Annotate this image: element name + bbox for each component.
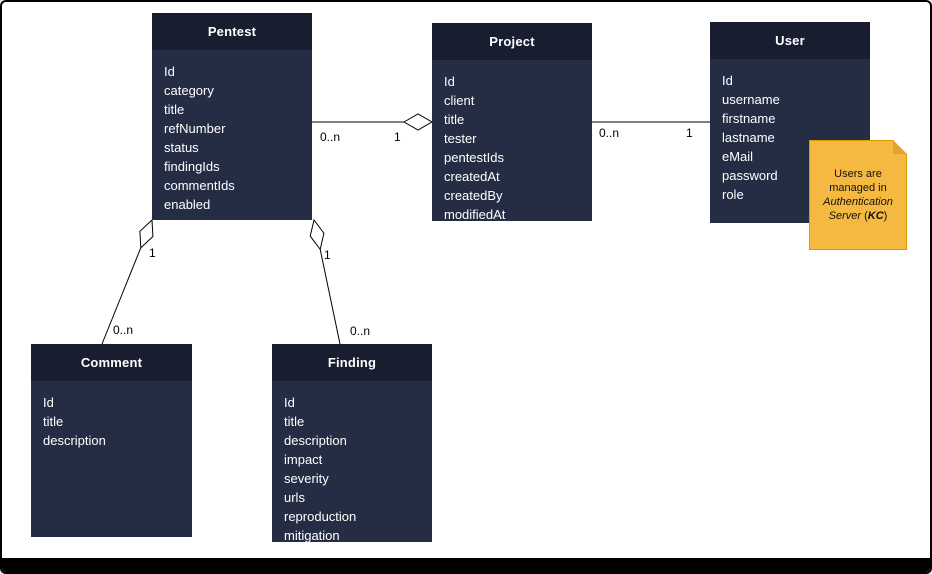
entity-field: createdBy — [444, 188, 503, 203]
note-fold-corner-icon — [893, 140, 907, 154]
note-line-2: managed in — [829, 182, 887, 194]
sticky-note: Users are managed in Authentication Serv… — [809, 140, 907, 250]
entity-field: mitigation — [284, 528, 340, 543]
entity-finding: Finding Id title description impact seve… — [272, 344, 432, 545]
entity-field: description — [284, 433, 347, 448]
entity-pentest-title: Pentest — [152, 13, 312, 50]
entity-field: status — [164, 140, 199, 155]
entity-comment: Comment Id title description — [31, 344, 192, 537]
entity-field: firstname — [722, 111, 776, 126]
entity-field: refNumber — [164, 121, 226, 136]
cardinality-pentest-project-to: 1 — [394, 130, 401, 144]
entity-field: Id — [444, 74, 455, 89]
entity-finding-fields: Id title description impact severity url… — [272, 381, 432, 545]
entity-pentest-fields: Id category title refNumber status findi… — [152, 50, 312, 220]
note-line-4-open: ( — [861, 210, 868, 222]
cardinality-pentest-comment-from: 0..n — [113, 323, 134, 337]
note-line-4-close: ) — [883, 210, 888, 222]
entity-finding-title: Finding — [272, 344, 432, 381]
aggregation-diamond-project — [402, 113, 434, 131]
entity-field: enabled — [164, 197, 211, 212]
entity-field: tester — [444, 131, 477, 146]
entity-field: password — [722, 168, 778, 183]
entity-field: impact — [284, 452, 323, 467]
entity-field: severity — [284, 471, 329, 486]
entity-field: username — [722, 92, 780, 107]
entity-field: pentestIds — [444, 150, 504, 165]
entity-field: role — [722, 187, 744, 202]
aggregation-diamond-finding — [309, 218, 325, 251]
entity-field: lastname — [722, 130, 775, 145]
cardinality-pentest-comment-to: 1 — [149, 246, 156, 260]
entity-field: client — [444, 93, 475, 108]
entity-user-fields: Id username firstname lastname eMail pas… — [710, 59, 870, 223]
entity-field: createdAt — [444, 169, 500, 184]
note-line-4-kc: KC — [867, 210, 884, 222]
entity-field: Id — [722, 73, 733, 88]
entity-field: urls — [284, 490, 305, 505]
note-line-4-server: Server — [828, 210, 862, 222]
entity-field: modifiedAt — [444, 207, 506, 222]
note-line-3: Authentication — [823, 196, 893, 208]
entity-project: Project Id client title tester pentestId… — [432, 23, 592, 224]
entity-field: commentIds — [164, 178, 235, 193]
connector-pentest-finding — [319, 249, 341, 345]
entity-field: title — [164, 102, 185, 117]
entity-field: title — [43, 414, 64, 429]
entity-field: reproduction — [284, 509, 357, 524]
cardinality-pentest-finding-from: 0..n — [350, 324, 371, 338]
entity-field: title — [444, 112, 465, 127]
entity-field: description — [43, 433, 106, 448]
aggregation-diamond-comment — [139, 218, 154, 249]
entity-field: findingIds — [164, 159, 220, 174]
note-line-1: Users are — [834, 168, 882, 180]
entity-pentest: Pentest Id category title refNumber stat… — [152, 13, 312, 220]
entity-field: eMail — [722, 149, 754, 164]
entity-field: Id — [43, 395, 54, 410]
entity-field: Id — [284, 395, 295, 410]
note-text: Users are managed in Authentication Serv… — [819, 167, 897, 223]
entity-comment-fields: Id title description — [31, 381, 192, 537]
entity-project-fields: Id client title tester pentestIds create… — [432, 60, 592, 224]
entity-user-title: User — [710, 22, 870, 59]
cardinality-pentest-project-from: 0..n — [320, 130, 341, 144]
window-bottom-bar — [2, 558, 930, 572]
cardinality-project-user-from: 0..n — [599, 126, 620, 140]
entity-field: category — [164, 83, 214, 98]
entity-field: title — [284, 414, 305, 429]
entity-field: Id — [164, 64, 175, 79]
entity-comment-title: Comment — [31, 344, 192, 381]
entity-project-title: Project — [432, 23, 592, 60]
cardinality-pentest-finding-to: 1 — [324, 248, 331, 262]
cardinality-project-user-to: 1 — [686, 126, 693, 140]
